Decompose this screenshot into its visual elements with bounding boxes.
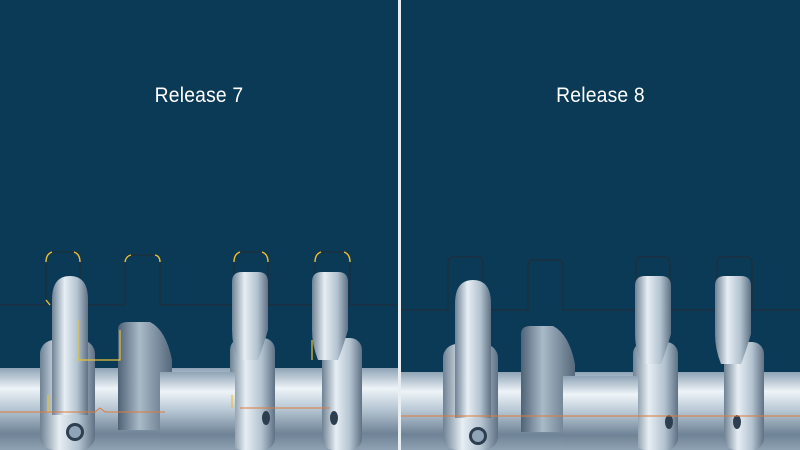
release-8-panel: Release 8 — [401, 0, 800, 450]
crankshaft-render-release-8 — [401, 256, 800, 450]
web-4 — [715, 276, 751, 364]
web-4 — [312, 272, 348, 360]
web-3 — [232, 272, 268, 360]
web-3 — [635, 276, 671, 364]
web-2 — [521, 326, 575, 432]
toolpath-outline — [0, 251, 398, 306]
web-2 — [118, 322, 172, 430]
release-7-panel: Release 7 — [0, 0, 398, 450]
web-1 — [455, 280, 491, 418]
toolpath-yellow-marks — [45, 251, 351, 306]
toolpath-outline — [401, 256, 800, 311]
web-1 — [52, 276, 88, 415]
panel-title-release-7: Release 7 — [154, 84, 244, 107]
panel-divider — [398, 0, 401, 450]
crankshaft-render-release-7 — [0, 251, 398, 450]
panel-title-release-8: Release 8 — [556, 84, 645, 107]
